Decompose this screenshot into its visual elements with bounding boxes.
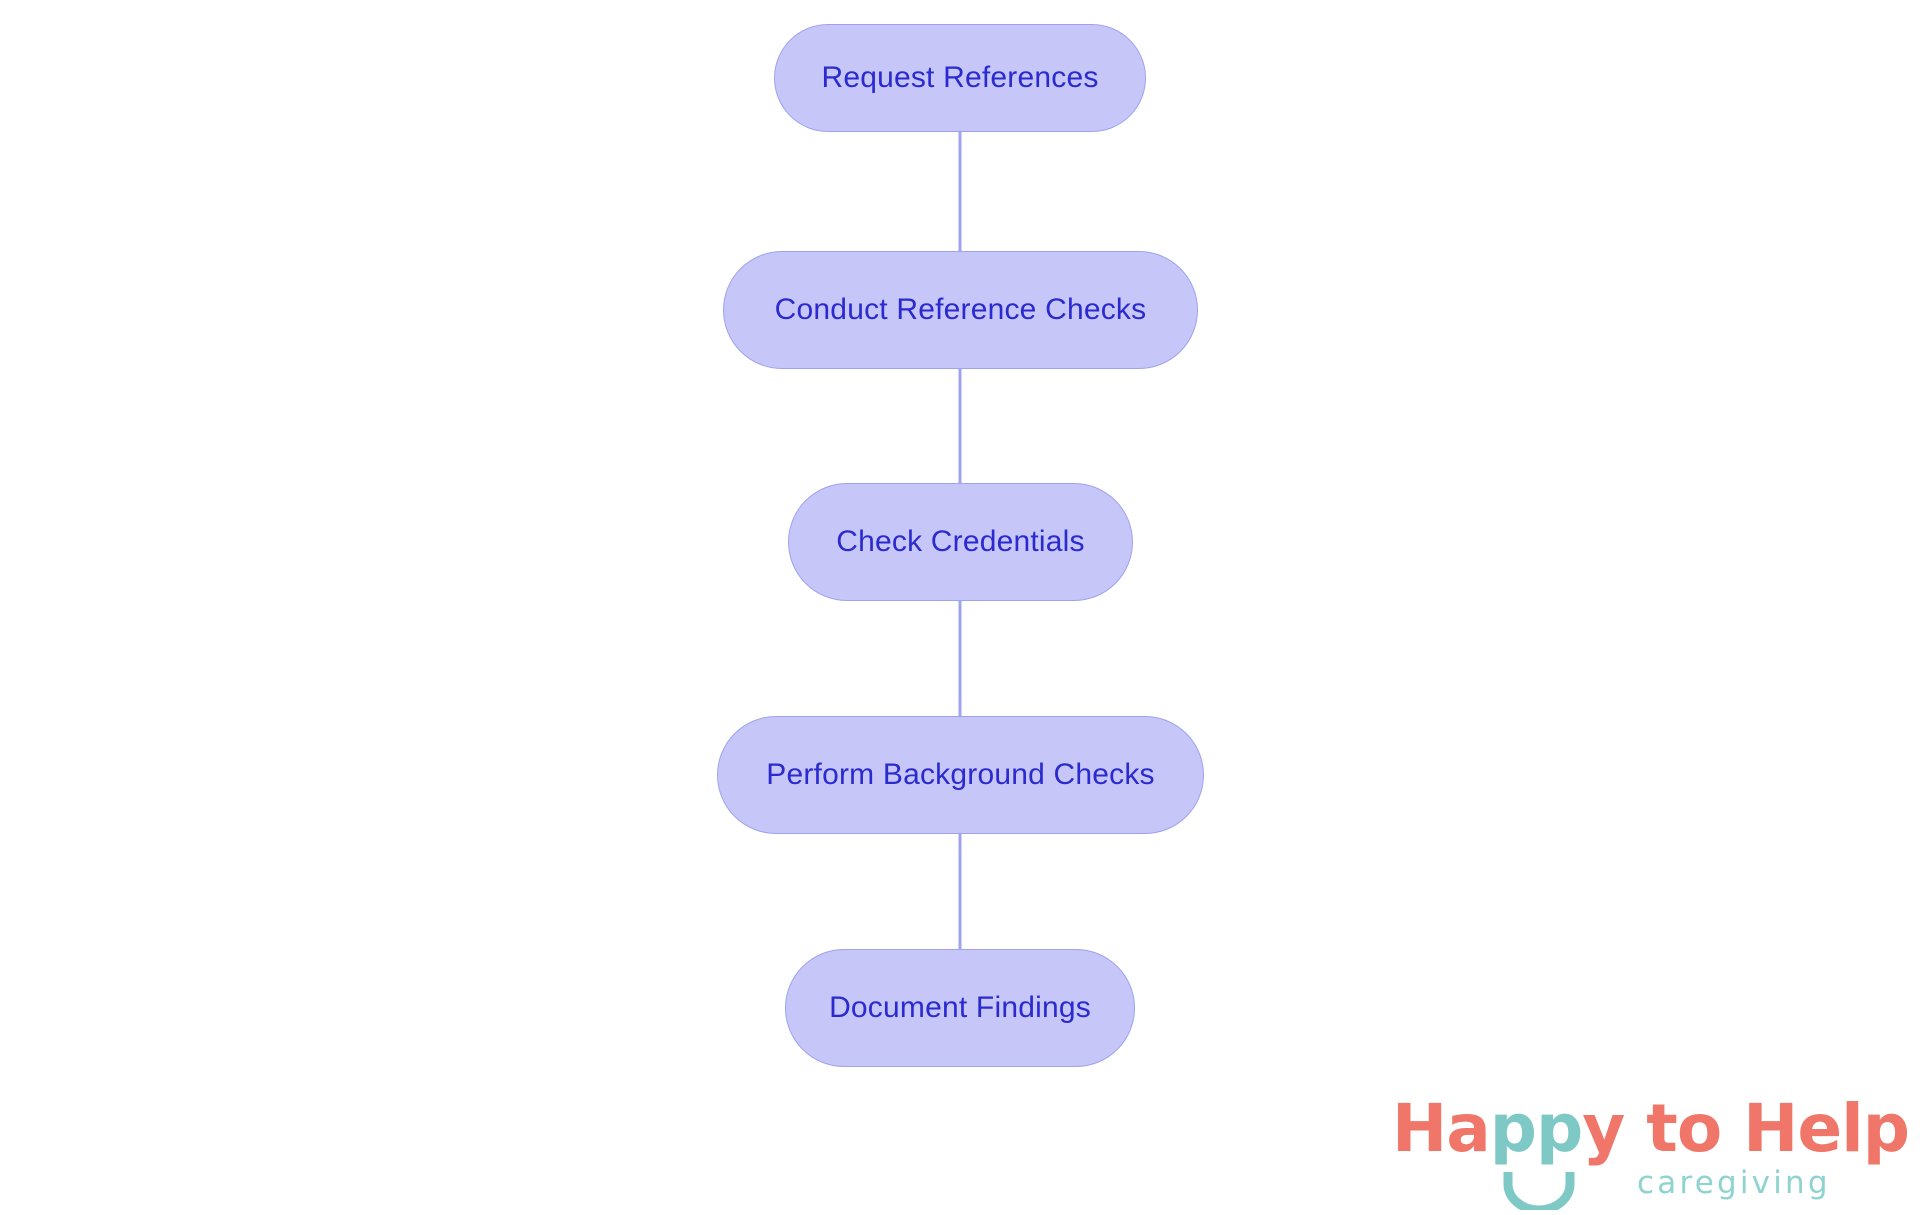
node-label: Document Findings: [829, 991, 1091, 1024]
smile-icon: [1503, 1172, 1575, 1210]
node-label: Check Credentials: [836, 525, 1085, 558]
logo-text-y: y: [1582, 1090, 1625, 1167]
node-label: Perform Background Checks: [766, 758, 1155, 791]
flowchart-node-document-findings[interactable]: Document Findings: [785, 949, 1135, 1067]
logo-text-ha: Ha: [1392, 1090, 1491, 1167]
logo-text-pp: pp: [1489, 1090, 1583, 1167]
flowchart-node-conduct-reference-checks[interactable]: Conduct Reference Checks: [723, 251, 1198, 369]
flowchart-node-request-references[interactable]: Request References: [774, 24, 1146, 132]
node-label: Request References: [821, 61, 1099, 94]
node-label: Conduct Reference Checks: [774, 293, 1147, 326]
flowchart-node-check-credentials[interactable]: Check Credentials: [788, 483, 1133, 601]
flowchart-node-perform-background-checks[interactable]: Perform Background Checks: [717, 716, 1204, 834]
brand-logo: Happy to Help caregiving: [1392, 1096, 1912, 1215]
logo-wordmark: Happy to Help: [1392, 1096, 1910, 1162]
logo-text-to-help: to Help: [1624, 1090, 1910, 1167]
logo-tagline: caregiving: [1637, 1165, 1831, 1201]
